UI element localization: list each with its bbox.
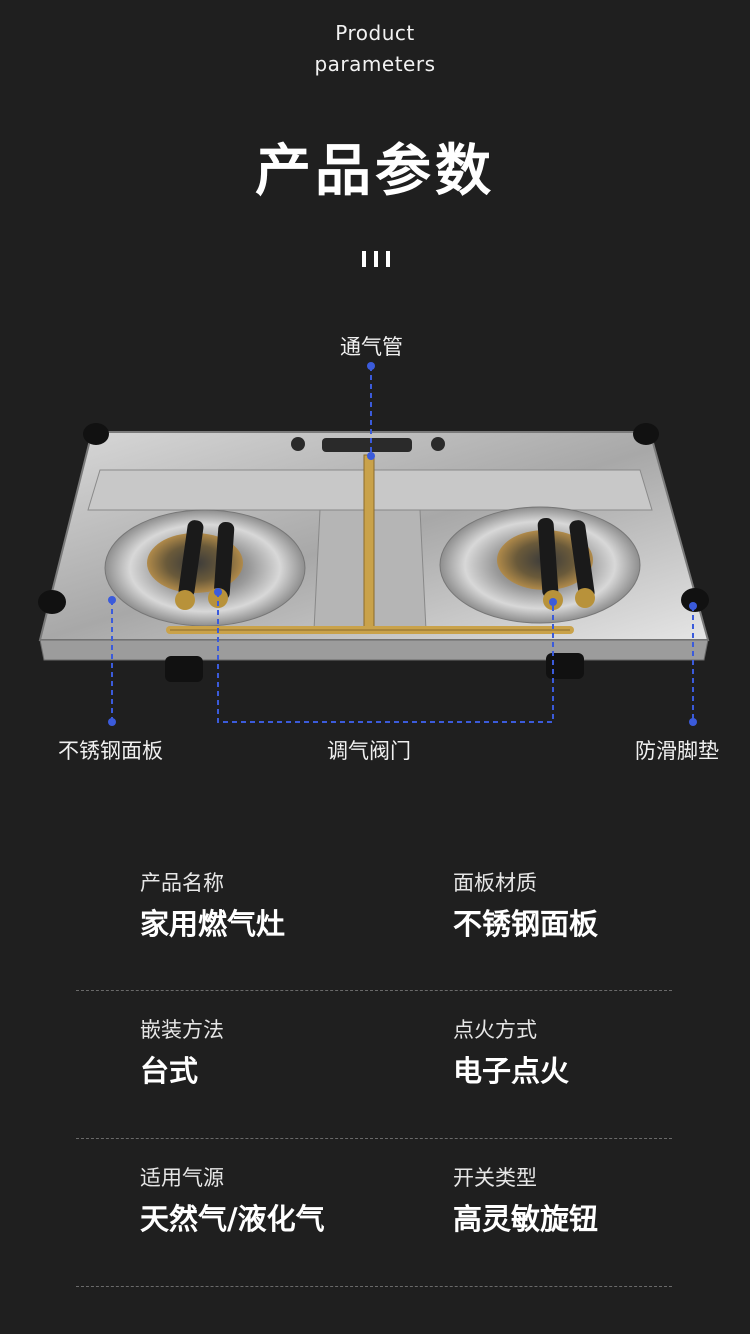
spec-label: 产品名称 (140, 871, 224, 895)
callout-lines (111, 366, 694, 723)
spec-value: 家用燃气灶 (140, 907, 286, 941)
header-english-line2: parameters (314, 52, 436, 76)
decorative-bars-icon (362, 251, 390, 267)
spec-row: 适用气源 天然气/液化气 开关类型 高灵敏旋钮 (76, 1139, 672, 1287)
left-burner-bowl (104, 509, 306, 627)
spec-row: 嵌装方法 台式 点火方式 电子点火 (76, 991, 672, 1139)
callout-valve: 调气阀门 (327, 739, 411, 763)
burner-tubes (178, 518, 595, 600)
header-english-line1: Product (335, 21, 415, 45)
stove-body (38, 431, 710, 661)
spec-label: 面板材质 (453, 871, 537, 895)
callout-stainless-panel: 不锈钢面板 (58, 739, 163, 763)
right-burner-bowl (439, 506, 641, 624)
page-title: 产品参数 (255, 139, 495, 204)
spec-value: 天然气/液化气 (140, 1202, 325, 1236)
gas-pipe (166, 454, 595, 634)
anti-slip-feet (38, 423, 709, 682)
spec-row: 产品名称 家用燃气灶 面板材质 不锈钢面板 (76, 868, 672, 991)
spec-label: 点火方式 (453, 1018, 537, 1042)
callout-vent-pipe: 通气管 (340, 335, 403, 359)
spec-label: 适用气源 (140, 1166, 224, 1190)
header-english: Product parameters (0, 18, 750, 80)
spec-item: 产品名称 家用燃气灶 (140, 868, 285, 946)
spec-label: 开关类型 (453, 1166, 537, 1190)
stove-illustration (38, 362, 710, 726)
callout-dots (108, 362, 697, 726)
spec-value: 电子点火 (453, 1054, 570, 1088)
spec-value: 台式 (140, 1054, 199, 1088)
spec-item: 适用气源 天然气/液化气 (140, 1163, 325, 1241)
spec-item: 面板材质 不锈钢面板 (453, 868, 598, 946)
spec-item: 开关类型 高灵敏旋钮 (453, 1163, 598, 1241)
spec-value: 不锈钢面板 (453, 907, 599, 941)
spec-value: 高灵敏旋钮 (453, 1202, 599, 1236)
callout-anti-slip-feet: 防滑脚垫 (635, 739, 719, 763)
spec-item: 嵌装方法 台式 (140, 1015, 224, 1093)
spec-table: 产品名称 家用燃气灶 面板材质 不锈钢面板 嵌装方法 台式 点火方式 电子点火 … (76, 868, 672, 1287)
spec-label: 嵌装方法 (140, 1018, 224, 1042)
spec-item: 点火方式 电子点火 (453, 1015, 569, 1093)
